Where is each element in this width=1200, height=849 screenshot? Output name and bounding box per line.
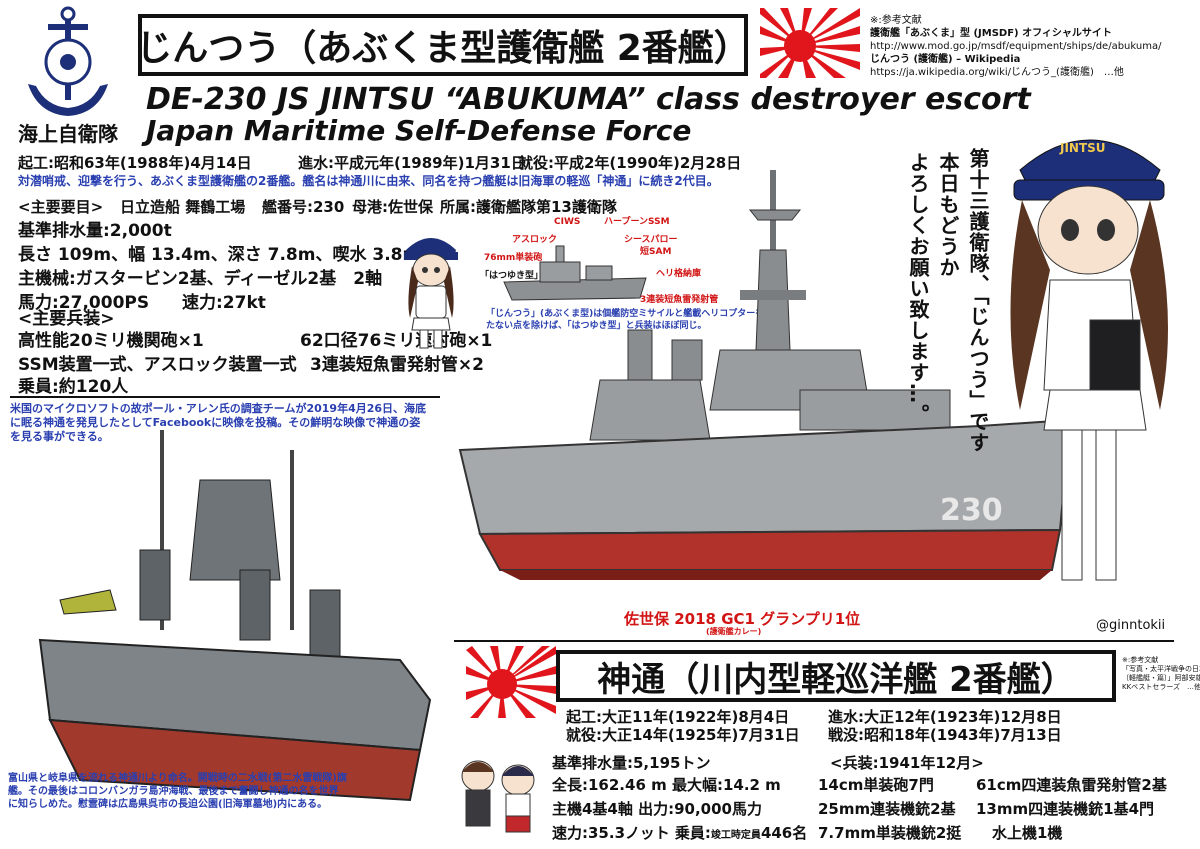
wwii-references: ※:参考文献 「写真・太平洋戦争の日本海軍 〔軽艦艇・篇〕」阿部安雄・中川務 K… bbox=[1122, 656, 1200, 692]
power: 馬力:27,000PS bbox=[18, 293, 150, 313]
unit: 所属:護衛艦隊第13護衛隊 bbox=[440, 198, 617, 216]
armament-item: 62口径76ミリ速射砲×1 bbox=[300, 331, 493, 351]
wreck-discovery-note: 米国のマイクロソフトの故ポール・アレン氏の調査チームが2019年4月26日、海底… bbox=[10, 402, 427, 443]
wwii-engine: 主機4基4軸 出力:90,000馬力 bbox=[552, 800, 762, 818]
wwii-sunk: 戦没:昭和18年(1943年)7月13日 bbox=[828, 726, 1062, 744]
wwii-length: 全長:162.46 m 最大幅:14.2 m bbox=[552, 776, 781, 794]
callout-hatsuyuki: 「はつゆき型」 bbox=[480, 271, 544, 281]
wwii-launched: 進水:大正12年(1923年)12月8日 bbox=[828, 708, 1062, 726]
commission-date: 就役:平成2年(1990年)2月28日 bbox=[518, 154, 742, 172]
reference-url: https://ja.wikipedia.org/wiki/じんつう_(護衛艦)… bbox=[870, 67, 1124, 78]
jintsu-character-illustration: JINTSU bbox=[1010, 139, 1168, 581]
armament-item: SSM装置一式、アスロック装置一式 bbox=[18, 355, 297, 375]
armament-heading: <主要兵装> bbox=[18, 309, 115, 329]
callout-seasparrow: シースパロー bbox=[624, 235, 678, 245]
wwii-speed-crew-label: 速力:35.3ノット 乗員: bbox=[552, 824, 711, 842]
speed: 速力:27kt bbox=[182, 293, 266, 313]
reference-url: http://www.mod.go.jp/msdf/equipment/ship… bbox=[870, 41, 1162, 52]
wwii-commissioned: 就役:大正14年(1925年)7月31日 bbox=[566, 726, 800, 744]
references-heading: ※:参考文献 bbox=[870, 15, 922, 26]
wwii-crew-small: 竣工時定員 bbox=[710, 830, 761, 841]
org-japanese: 海上自衛隊 bbox=[18, 122, 118, 146]
weapons-diagram-ship bbox=[503, 245, 647, 301]
character-speech-line: 第十三護衛隊、「じんつう」です bbox=[966, 148, 990, 453]
callout-torpedo: 3連装短魚雷発射管 bbox=[640, 295, 719, 305]
engine: 主機械:ガスタービン2基、ディーゼル2基 2軸 bbox=[18, 269, 383, 289]
chibi-character-illustration bbox=[404, 238, 458, 349]
crew: 乗員:約120人 bbox=[18, 377, 129, 397]
dimensions: 長さ 109m、幅 13.4m、深さ 7.8m、喫水 3.8m bbox=[18, 245, 421, 265]
wwii-armament-item: 61cm四連装魚雷発射管2基 bbox=[976, 776, 1167, 794]
launch-date: 進水:平成元年(1989年)1月31日 bbox=[298, 154, 526, 172]
wwii-armament-item: 水上機1機 bbox=[992, 824, 1063, 842]
org-english: Japan Maritime Self-Defense Force bbox=[146, 114, 692, 147]
reference-line: 護衛艦「あぶくま」型 (JMSDF) オフィシャルサイト bbox=[870, 28, 1112, 39]
cap-text: JINTSU bbox=[1059, 141, 1106, 155]
wwii-displacement: 基準排水量:5,195トン bbox=[552, 754, 711, 772]
references-box: ※:参考文献 護衛艦「あぶくま」型 (JMSDF) オフィシャルサイト http… bbox=[870, 14, 1170, 79]
armament-item: 3連装短魚雷発射管×2 bbox=[310, 355, 484, 375]
character-speech-line: 本日もどうか bbox=[936, 152, 960, 278]
rising-sun-flag-icon bbox=[466, 646, 556, 718]
curry-award-subtitle: (護衛艦カレー) bbox=[706, 627, 762, 636]
reference-line: KKベストセラーズ …他 bbox=[1122, 683, 1200, 691]
curry-award: 佐世保 2018 GC1 グランプリ1位 bbox=[624, 610, 861, 628]
reference-line: 「写真・太平洋戦争の日本海軍 bbox=[1122, 665, 1200, 673]
callout-76mm: 76mm単装砲 bbox=[484, 253, 543, 263]
wwii-armament-item: 13mm四連装機銃1基4門 bbox=[976, 800, 1155, 818]
armament-item: 高性能20ミリ機関砲×1 bbox=[18, 331, 204, 351]
chibi-pair-illustration bbox=[461, 760, 535, 833]
diagram-note: 「じんつう」(あぶくま型)は個艦防空ミサイルと艦載ヘリコプターを持たない点を除け… bbox=[486, 309, 774, 331]
laid-down-date: 起工:昭和63年(1988年)4月14日 bbox=[18, 154, 252, 172]
reference-line: ※:参考文献 bbox=[1122, 656, 1159, 664]
divider bbox=[10, 396, 440, 398]
ship-description: 対潜哨戒、迎撃を行う、あぶくま型護衛艦の2番艦。艦名は神通川に由来、同名を持つ艦… bbox=[18, 174, 719, 188]
callout-short-sam: 短SAM bbox=[640, 247, 672, 257]
rising-sun-flag-icon bbox=[760, 8, 860, 78]
page-title: じんつう（あぶくま型護衛艦 2番艦） bbox=[136, 14, 750, 76]
jintsu-cruiser-illustration bbox=[38, 430, 432, 802]
displacement: 基準排水量:2,000t bbox=[18, 221, 172, 241]
wwii-armament-item: 14cm単装砲7門 bbox=[818, 776, 934, 794]
wwii-speed-crew: 速力:35.3ノット 乗員:竣工時定員446名 bbox=[552, 822, 807, 843]
main-specs-heading: <主要要目> bbox=[18, 198, 104, 216]
wwii-title: 神通（川内型軽巡洋艦 2番艦） bbox=[556, 650, 1116, 702]
home-port: 母港:佐世保 bbox=[352, 198, 433, 216]
reference-line: 〔軽艦艇・篇〕」阿部安雄・中川務 bbox=[1122, 674, 1200, 682]
hull-number-painted: 230 bbox=[940, 493, 1003, 528]
callout-heli-hangar: ヘリ格納庫 bbox=[656, 269, 702, 279]
wwii-laid-down: 起工:大正11年(1922年)8月4日 bbox=[566, 708, 790, 726]
wwii-armament-item: 25mm連装機銃2基 bbox=[818, 800, 956, 818]
wwii-armament-heading: <兵装:1941年12月> bbox=[830, 754, 984, 772]
jmsdf-anchor-emblem-icon bbox=[28, 6, 108, 116]
divider bbox=[454, 640, 1174, 642]
artist-handle: @ginntokii bbox=[1096, 618, 1166, 633]
callout-ciws: CIWS bbox=[554, 217, 581, 227]
reference-line: じんつう (護衛艦) – Wikipedia bbox=[870, 54, 1021, 65]
callout-asroc: アスロック bbox=[512, 235, 558, 245]
wwii-crew-number: 446名 bbox=[760, 824, 808, 842]
jintsu-destroyer-illustration: 230 bbox=[458, 170, 1072, 580]
builder: 日立造船 舞鶴工場 bbox=[120, 198, 246, 216]
hull-number: 艦番号:230 bbox=[262, 198, 345, 216]
character-speech-line: よろしくお願い致します…。 bbox=[906, 152, 930, 425]
english-title: DE-230 JS JINTSU “ABUKUMA” class destroy… bbox=[146, 82, 1031, 117]
callout-harpoon: ハープーンSSM bbox=[604, 217, 670, 227]
cruiser-history-note: 富山県と岐阜県を流れる神通川より命名。開戦時の二水戦(第二水雷戦隊)旗艦。その最… bbox=[8, 773, 347, 810]
wwii-armament-item: 7.7mm単装機銃2挺 bbox=[818, 824, 962, 842]
